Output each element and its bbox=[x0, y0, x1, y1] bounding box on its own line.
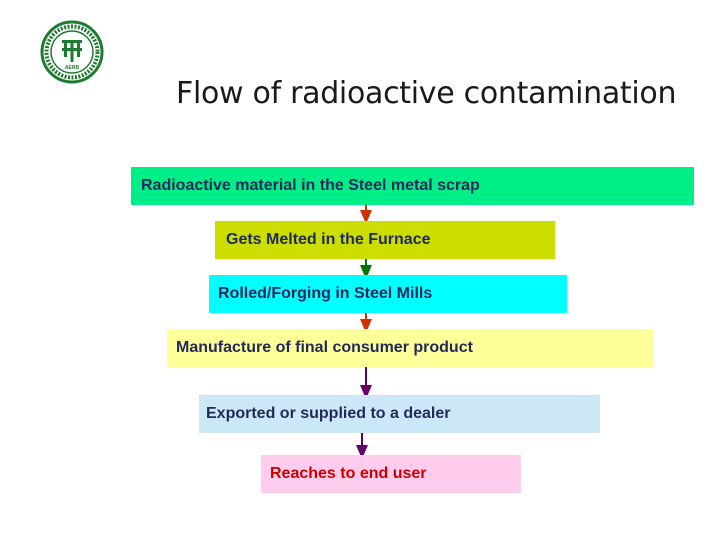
flow-step-label: Manufacture of final consumer product bbox=[176, 339, 473, 356]
flow-step-label: Rolled/Forging in Steel Mills bbox=[218, 285, 433, 302]
flow-step-label: Gets Melted in the Furnace bbox=[226, 231, 431, 248]
flow-step-manufacture: Manufacture of final consumer product bbox=[167, 329, 653, 367]
flow-step-steel-mills: Rolled/Forging in Steel Mills bbox=[209, 275, 567, 313]
flow-step-furnace: Gets Melted in the Furnace bbox=[215, 221, 555, 259]
flow-step-label: Radioactive material in the Steel metal … bbox=[141, 177, 480, 194]
flow-step-label: Exported or supplied to a dealer bbox=[206, 405, 451, 422]
page-title: Flow of radioactive contamination bbox=[176, 76, 677, 111]
organization-seal-icon: AERB bbox=[40, 20, 104, 84]
logo-caption: AERB bbox=[65, 65, 80, 71]
flow-step-dealer: Exported or supplied to a dealer bbox=[199, 395, 600, 433]
flow-step-label: Reaches to end user bbox=[270, 465, 427, 482]
flow-step-scrap: Radioactive material in the Steel metal … bbox=[131, 167, 694, 205]
flow-step-end-user: Reaches to end user bbox=[261, 455, 521, 493]
